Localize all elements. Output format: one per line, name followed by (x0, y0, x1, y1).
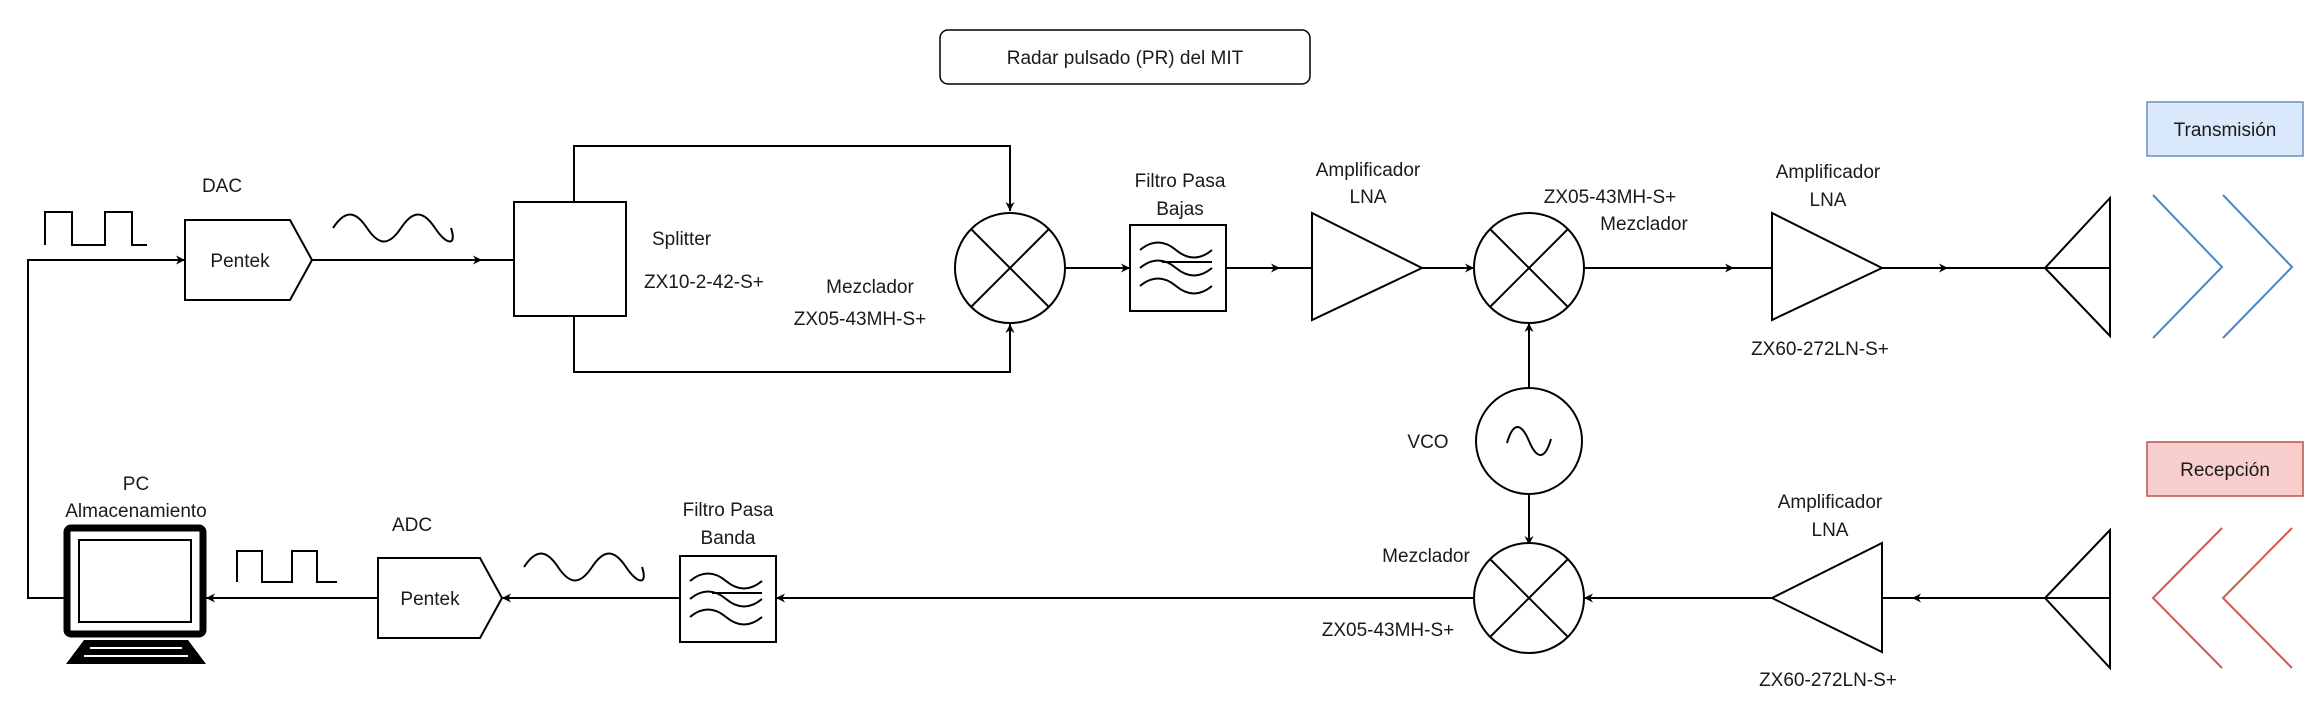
pc-label-1: PC (123, 474, 149, 495)
rx-direction-chevrons (2151, 527, 2293, 669)
sine-wave-icon-rx (523, 552, 645, 582)
legend-tx-label: Transmisión (2174, 120, 2277, 141)
dac-name: Pentek (210, 251, 270, 272)
wire-splitter-top (573, 145, 1015, 211)
amp1-label-1: Amplificador (1316, 160, 1421, 181)
adc-name: Pentek (400, 589, 460, 610)
computer-icon (63, 524, 207, 664)
bpf-label-2: Banda (701, 528, 756, 549)
low-pass-filter (1129, 224, 1227, 312)
mixer-1 (954, 212, 1066, 324)
title-box: Radar pulsado (PR) del MIT (939, 29, 1311, 85)
adc-label: ADC (392, 515, 432, 536)
diagram-title: Radar pulsado (PR) del MIT (1007, 48, 1244, 69)
amp1-label-2: LNA (1350, 187, 1387, 208)
dac-label: DAC (202, 176, 242, 197)
wire-pc-to-dac (27, 255, 185, 599)
bpf-label-1: Filtro Pasa (683, 500, 774, 521)
vco-label: VCO (1407, 432, 1448, 453)
mixer-3-part: ZX05-43MH-S+ (1322, 620, 1455, 641)
lpf-label-2: Bajas (1156, 199, 1204, 220)
legend-transmision: Transmisión (2146, 101, 2304, 157)
amp3-label-1: Amplificador (1778, 492, 1883, 513)
splitter-block (513, 201, 627, 317)
amp3-part: ZX60-272LN-S+ (1759, 670, 1897, 691)
antenna-tx-icon (2043, 195, 2111, 339)
antenna-rx-icon (2043, 527, 2111, 671)
adc-block (377, 557, 504, 639)
amp3-label-2: LNA (1812, 520, 1849, 541)
mixer-2 (1473, 212, 1585, 324)
mixer-3-label: Mezclador (1382, 546, 1470, 567)
wire-splitter-bottom (573, 316, 1015, 373)
sine-wave-icon (332, 213, 454, 243)
splitter-part: ZX10-2-42-S+ (644, 272, 764, 293)
legend-rx-label: Recepción (2180, 460, 2270, 481)
dac-block (184, 219, 314, 301)
mixer-1-part: ZX05-43MH-S+ (794, 309, 927, 330)
amplifier-lna-3 (1769, 541, 1883, 654)
band-pass-filter (679, 555, 777, 643)
splitter-label: Splitter (652, 229, 712, 250)
amplifier-lna-2 (1771, 211, 1885, 322)
mixer-3 (1473, 542, 1585, 654)
square-wave-icon (44, 211, 147, 246)
lpf-label-1: Filtro Pasa (1135, 171, 1226, 192)
amp2-part: ZX60-272LN-S+ (1751, 339, 1889, 360)
mixer-2-label: Mezclador (1600, 214, 1688, 235)
square-wave-icon-rx (236, 550, 337, 583)
tx-direction-chevrons (2152, 194, 2294, 339)
amp2-label-2: LNA (1810, 190, 1847, 211)
mixer-1-label: Mezclador (826, 277, 914, 298)
vco-oscillator (1475, 387, 1583, 495)
amp2-label-1: Amplificador (1776, 162, 1881, 183)
legend-recepcion: Recepción (2146, 441, 2304, 497)
mixer-2-part: ZX05-43MH-S+ (1544, 187, 1677, 208)
pc-label-2: Almacenamiento (65, 501, 207, 522)
amplifier-lna-1 (1311, 211, 1425, 322)
